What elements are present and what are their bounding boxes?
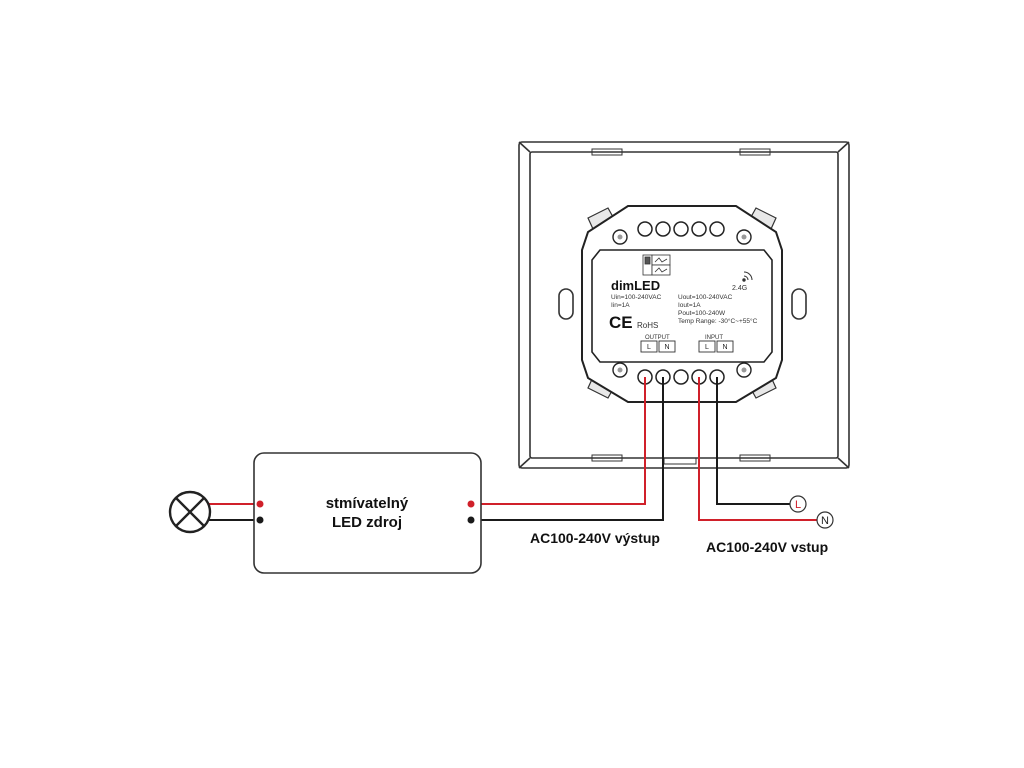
- output-voltage-label: AC100-240V výstup: [530, 530, 660, 546]
- brand-label: dimLED: [611, 278, 660, 293]
- lamp-icon: [168, 490, 212, 534]
- wall-plate: [518, 141, 850, 469]
- input-voltage-label: AC100-240V vstup: [706, 539, 828, 555]
- wires: [206, 377, 817, 521]
- rohs-mark: RoHS: [637, 321, 658, 330]
- driver-label-line2: LED zdroj: [332, 514, 402, 531]
- driver-label-line1: stmívatelný: [326, 495, 409, 512]
- dip-switch-icon: [642, 254, 671, 276]
- input-live-wire: [698, 377, 817, 521]
- spec-line: Temp Range: -30°C~+55°C: [678, 317, 758, 325]
- terminal-screw: [673, 369, 689, 385]
- spec-line: Iin=1A: [611, 302, 630, 309]
- dimmer-module: [581, 205, 783, 403]
- spec-line: Uout=100-240VAC: [678, 294, 733, 301]
- ce-mark: CE: [609, 313, 633, 332]
- input-label: INPUT: [705, 335, 723, 341]
- input-terminal-l: L: [705, 344, 709, 351]
- mains-neutral-label: N: [821, 515, 829, 527]
- driver-port-neutral-out: [467, 516, 475, 524]
- terminal-screw: [673, 221, 689, 237]
- terminal-screw: [655, 221, 671, 237]
- spec-line: Uin=100-240VAC: [611, 294, 662, 301]
- mains-live-label: L: [795, 499, 801, 511]
- rf-badge: 2.4G: [732, 285, 747, 292]
- driver-port-live-out: [467, 500, 475, 508]
- spec-line: Pout=100-240W: [678, 310, 726, 317]
- input-specs: Uin=100-240VAC Iin=1A: [611, 294, 662, 309]
- bottom-terminals: [637, 369, 725, 385]
- terminal-screw: [637, 221, 653, 237]
- top-terminals: [637, 221, 725, 237]
- wireless-icon: [742, 271, 753, 282]
- input-terminal-box: [698, 340, 734, 353]
- spec-line: Iout=1A: [678, 302, 701, 309]
- input-neutral-wire: [716, 377, 790, 505]
- mounting-slot-right: [791, 288, 807, 320]
- output-specs: Uout=100-240VAC Iout=1A Pout=100-240W Te…: [678, 294, 758, 325]
- mains-neutral-terminal: N: [816, 511, 834, 529]
- led-driver: stmívatelný LED zdroj: [253, 452, 482, 574]
- output-live-wire: [468, 377, 646, 505]
- output-terminal-n: N: [664, 344, 669, 351]
- output-label: OUTPUT: [645, 335, 670, 341]
- output-terminal-box: [640, 340, 676, 353]
- output-neutral-wire: [468, 377, 664, 521]
- terminal-screw: [691, 221, 707, 237]
- mains-live-terminal: L: [789, 495, 807, 513]
- input-terminal-n: N: [722, 344, 727, 351]
- driver-port-neutral-in: [256, 516, 264, 524]
- driver-port-live-in: [256, 500, 264, 508]
- terminal-screw: [709, 221, 725, 237]
- output-terminal-l: L: [647, 344, 651, 351]
- mounting-slot-left: [558, 288, 574, 320]
